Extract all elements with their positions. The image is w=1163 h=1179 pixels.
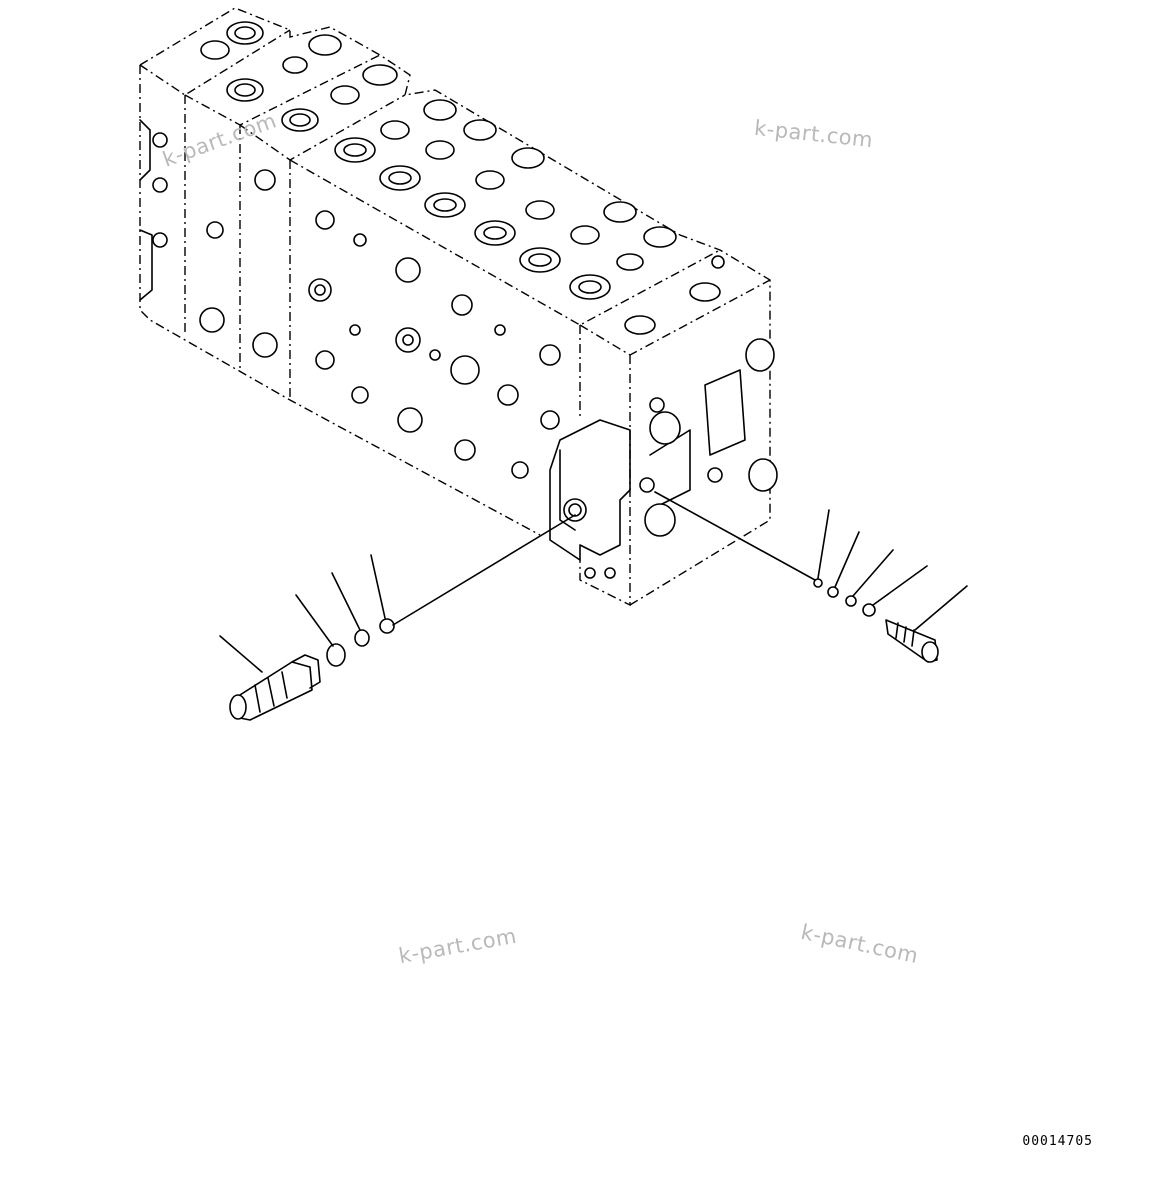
drawing-number: 00014705 [1022, 1134, 1093, 1149]
end-plugs [644, 338, 778, 537]
side-face-holes [152, 132, 725, 579]
callout-leaders [219, 509, 968, 673]
assembly-lines [392, 491, 816, 626]
relief-valve-cartridge [229, 654, 321, 721]
relief-valve-seals [326, 618, 395, 667]
port-holes [200, 21, 721, 335]
plug-seals [813, 578, 876, 617]
plug-fitting [885, 619, 939, 663]
control-valve-block [139, 7, 771, 607]
